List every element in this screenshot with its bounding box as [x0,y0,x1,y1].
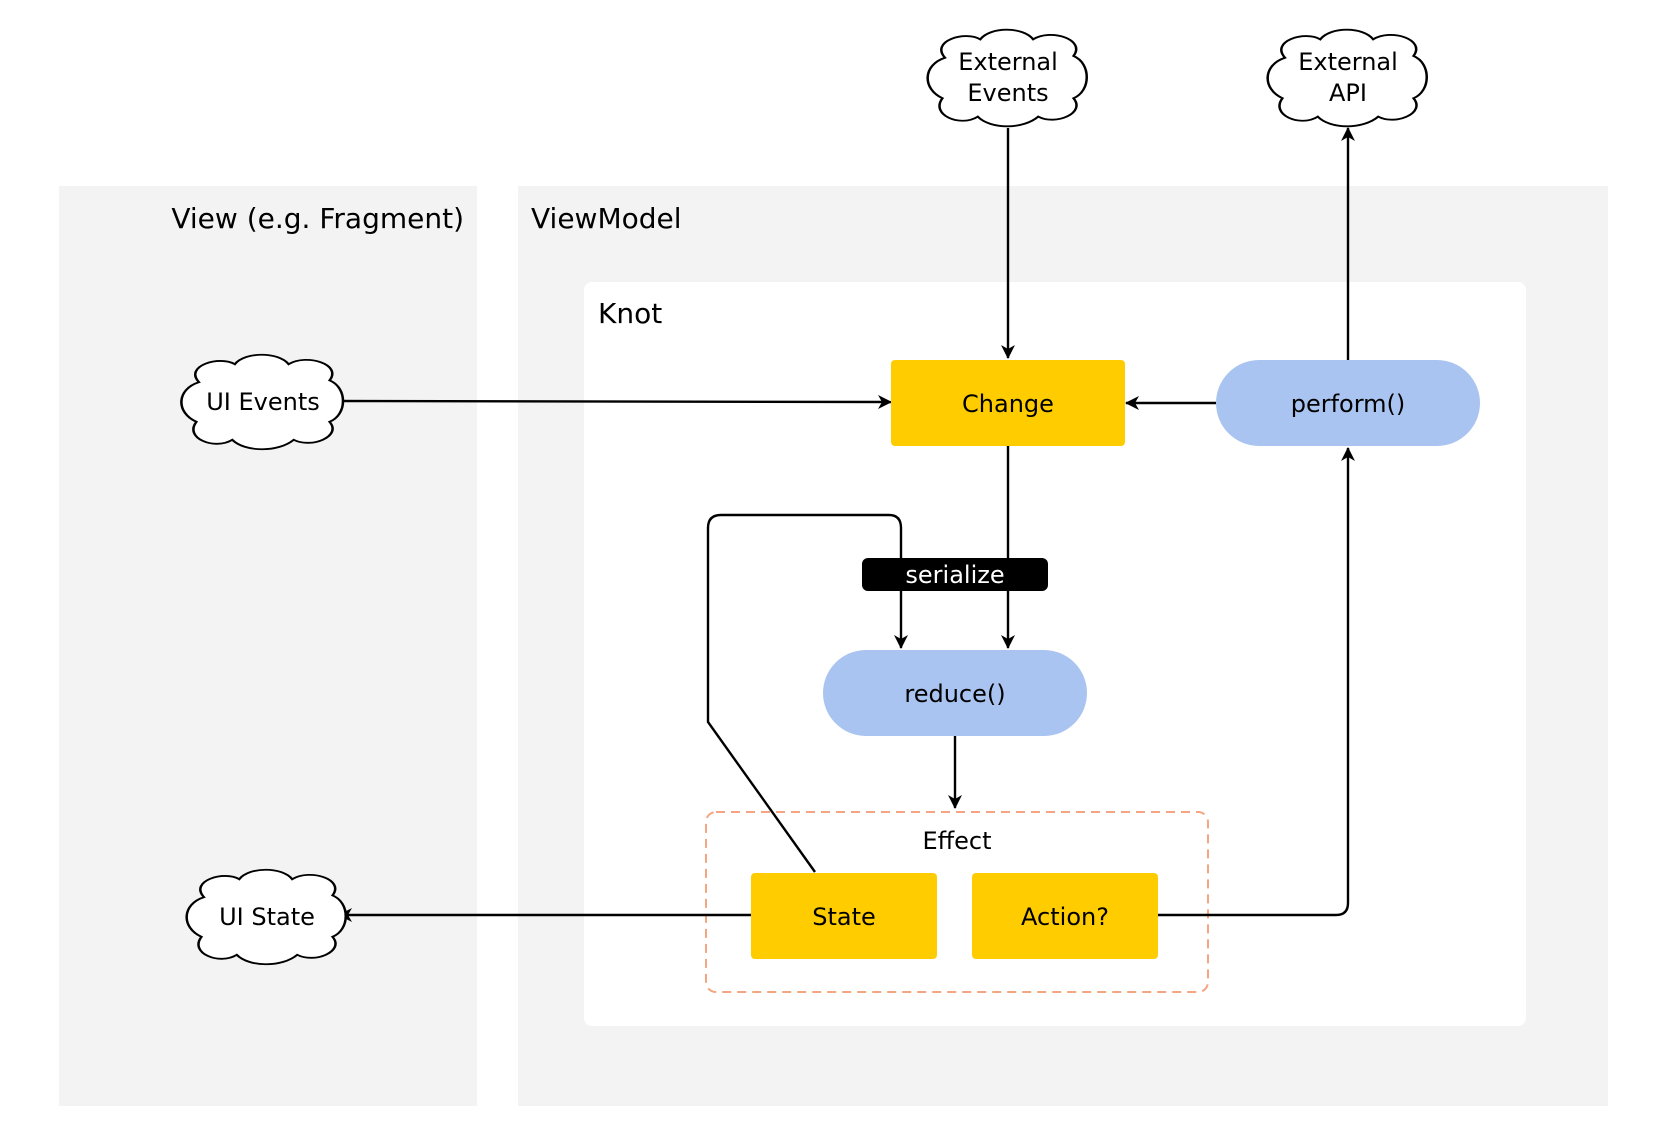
edge-state-feedback-to-reduce [706,513,908,873]
state-node-label: State [812,903,876,931]
reduce-node-label: reduce() [904,680,1005,708]
external-events-cloud: External Events [926,28,1089,128]
action-node-label: Action? [1021,903,1109,931]
view-region [59,186,477,1106]
external-events-label-line2: Events [967,79,1048,107]
ui-events-label: UI Events [206,388,320,416]
ui-events-cloud: UI Events [180,353,345,451]
view-region-title: View (e.g. Fragment) [171,202,464,235]
effect-group [705,811,1209,993]
ui-state-label: UI State [219,903,315,931]
state-node: State [751,873,937,959]
reduce-node: reduce() [823,650,1087,736]
change-node: Change [891,360,1125,446]
perform-node-label: perform() [1291,390,1406,418]
change-node-label: Change [962,390,1054,418]
ui-state-cloud: UI State [185,868,348,966]
knot-region-title: Knot [598,297,662,330]
serialize-tag: serialize [862,558,1048,591]
serialize-tag-label: serialize [905,561,1004,589]
external-api-cloud: External API [1266,28,1429,128]
perform-node: perform() [1216,360,1480,446]
viewmodel-region-title: ViewModel [531,202,682,235]
external-api-label-line1: External [1298,48,1398,76]
edge-ui-events-to-change [333,394,892,409]
external-api-label-line2: API [1329,79,1367,107]
action-node: Action? [972,873,1158,959]
external-events-label-line1: External [958,48,1058,76]
edge-action-to-perform [1158,447,1355,917]
effect-group-title: Effect [922,827,991,855]
